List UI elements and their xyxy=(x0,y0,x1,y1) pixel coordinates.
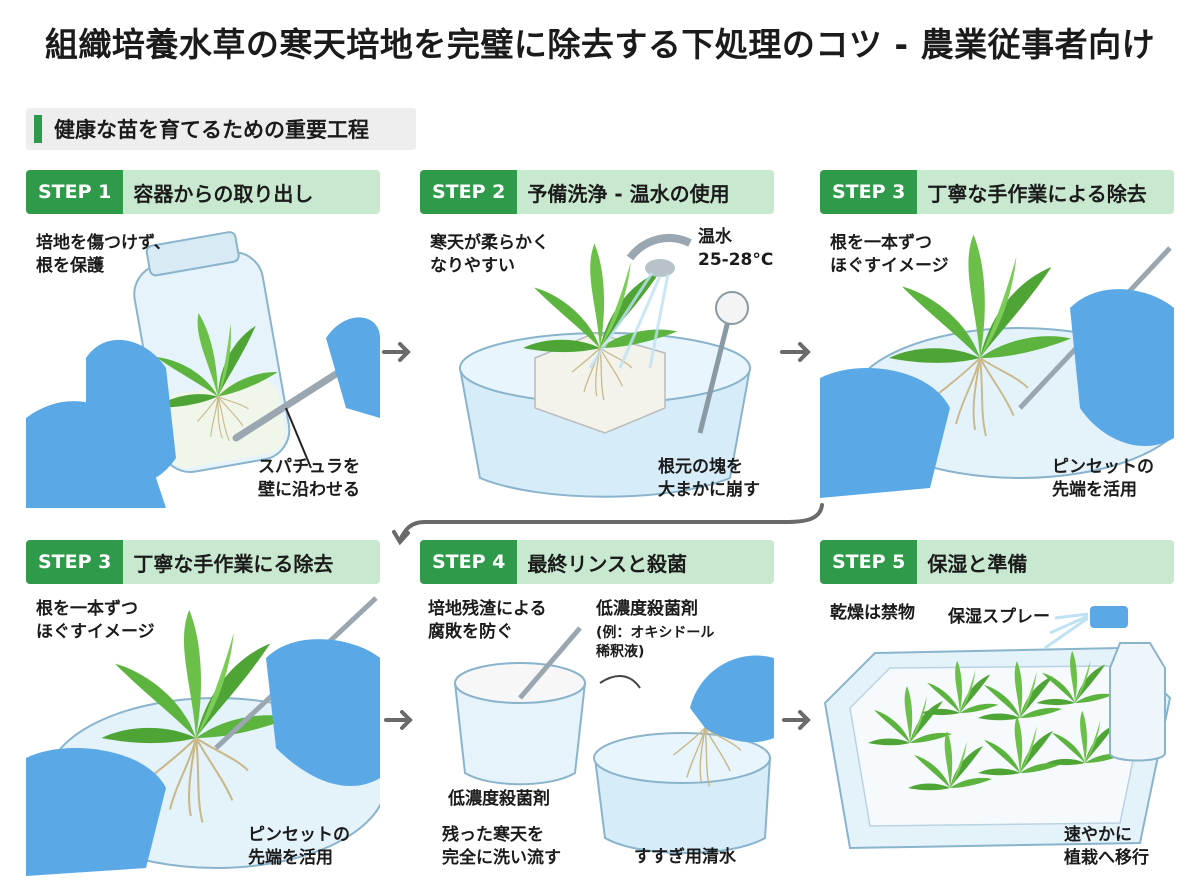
panel-step-4: STEP 4 最終リンスと殺菌 培地残渣による腐敗を防ぐ 低濃度殺菌剤 (例：オ… xyxy=(420,540,774,878)
arrow-right-icon xyxy=(782,710,811,730)
agar-block-icon xyxy=(534,332,666,434)
step-illustration: 乾燥は禁物 保湿スプレー 速やかに植栽へ移行 xyxy=(820,588,1174,878)
note-plant-quickly: 速やかに植栽へ移行 xyxy=(1064,825,1149,868)
wrap-arrow-icon xyxy=(398,503,824,542)
step-illustration: 培地残渣による腐敗を防ぐ 低濃度殺菌剤 (例：オキシドール稀釈液) 低濃度殺菌剤… xyxy=(420,588,774,878)
step-header: STEP 5 保湿と準備 xyxy=(820,540,1174,584)
extraction-illustration xyxy=(26,231,380,508)
note-soften: 寒天が柔らかくなりやすい xyxy=(430,233,549,276)
step-header: STEP 2 予備洗浄 - 温水の使用 xyxy=(420,170,774,214)
note-tweezers: ピンセットの先端を活用 xyxy=(1052,457,1154,500)
step-badge: STEP 3 xyxy=(26,540,124,584)
step-header: STEP 4 最終リンスと殺菌 xyxy=(420,540,774,584)
step-badge: STEP 4 xyxy=(420,540,518,584)
pre-wash-illustration xyxy=(458,234,752,498)
step-title: 容器からの取り出し xyxy=(133,181,314,206)
arrow-right-icon xyxy=(780,342,811,362)
step-title: 保湿と準備 xyxy=(927,551,1028,576)
label-rinse-water: すすぎ用清水 xyxy=(634,847,736,867)
section-subtitle: 健康な苗を育てるための重要工程 xyxy=(26,108,416,150)
right-glove-icon xyxy=(86,339,176,489)
note-wash-off: 残った寒天を完全に洗い流す xyxy=(442,825,561,868)
note-prevent-rot: 培地残渣による腐敗を防ぐ xyxy=(428,599,547,642)
moisture-prep-illustration xyxy=(823,606,1172,850)
glove-icon xyxy=(690,655,774,743)
step-badge: STEP 5 xyxy=(820,540,918,584)
step-title: 丁寧な手作業による除去 xyxy=(927,181,1147,206)
thermometer-icon xyxy=(697,312,733,434)
step-title: 予備洗浄 - 温水の使用 xyxy=(527,181,730,206)
panel-step-1: STEP 1 容器からの取り出し 培地を傷つけず、根を保護 スパチュラを壁に沿わ… xyxy=(26,170,380,508)
rinse-bowl-icon xyxy=(593,757,772,854)
left-glove-icon xyxy=(820,368,950,498)
note-sterilant: 低濃度殺菌剤 xyxy=(596,599,698,619)
note-crumble: 根元の塊を大まかに崩す xyxy=(658,457,760,500)
step-illustration: 根を一本ずつほぐすイメージ ピンセットの先端を活用 xyxy=(26,588,387,878)
note-spatula: スパチュラを壁に沿わせる xyxy=(258,457,360,500)
panel-step-5: STEP 5 保湿と準備 乾燥は禁物 保湿スプレー 速やかに植栽へ移行 xyxy=(820,540,1174,878)
shower-icon xyxy=(626,234,692,261)
note-mist-spray: 保湿スプレー xyxy=(948,607,1050,627)
subtitle-accent-bar xyxy=(34,115,42,143)
sterilant-cup-icon xyxy=(453,682,587,786)
panel-step-3-detail: STEP 3 丁寧な手作業にる除去 根を一本ずつほぐすイメージ ピンセットの先端… xyxy=(26,540,387,878)
step-illustration: 培地を傷つけず、根を保護 スパチュラを壁に沿わせる xyxy=(26,218,380,508)
step-header: STEP 3 丁寧な手作業にる除去 xyxy=(26,540,380,584)
step-header: STEP 3 丁寧な手作業による除去 xyxy=(820,170,1174,214)
page-title: 組織培養水草の寒天培地を完璧に除去する下処理のコツ - 農業従事者向け xyxy=(44,25,1156,64)
rinse-sterilize-illustration xyxy=(453,626,774,854)
right-glove-icon xyxy=(266,639,380,787)
step-title: 丁寧な手作業にる除去 xyxy=(133,551,334,576)
left-glove-icon xyxy=(26,748,166,876)
step-badge: STEP 1 xyxy=(26,170,124,214)
manual-removal-illustration xyxy=(820,234,1191,498)
panel-step-3: STEP 3 丁寧な手作業による除去 根を一本ずつほぐすイメージ ピンセットの先… xyxy=(820,170,1191,508)
step-header: STEP 1 容器からの取り出し xyxy=(26,170,380,214)
arrow-right-icon xyxy=(382,342,411,362)
step-illustration: 根を一本ずつほぐすイメージ ピンセットの先端を活用 xyxy=(820,218,1191,508)
note-sterilant-example: (例：オキシドール稀釈液) xyxy=(596,625,715,660)
note-protect: 培地を傷つけず、根を保護 xyxy=(36,233,171,276)
subtitle-text: 健康な苗を育てるための重要工程 xyxy=(54,118,369,142)
note-tweezers: ピンセットの先端を活用 xyxy=(248,825,350,868)
step-badge: STEP 3 xyxy=(820,170,918,214)
note-no-drying: 乾燥は禁物 xyxy=(830,603,915,623)
step-badge: STEP 2 xyxy=(420,170,518,214)
arrow-right-icon xyxy=(384,710,413,730)
step-title: 最終リンスと殺菌 xyxy=(527,551,687,576)
right-glove-icon xyxy=(1070,289,1174,447)
label-sterilant-cup: 低濃度殺菌剤 xyxy=(448,789,550,809)
note-loosen: 根を一本ずつほぐすイメージ xyxy=(830,233,949,276)
note-loosen: 根を一本ずつほぐすイメージ xyxy=(36,599,155,642)
spray-bottle-icon xyxy=(1109,642,1166,762)
manual-removal-detail-illustration xyxy=(26,596,387,876)
